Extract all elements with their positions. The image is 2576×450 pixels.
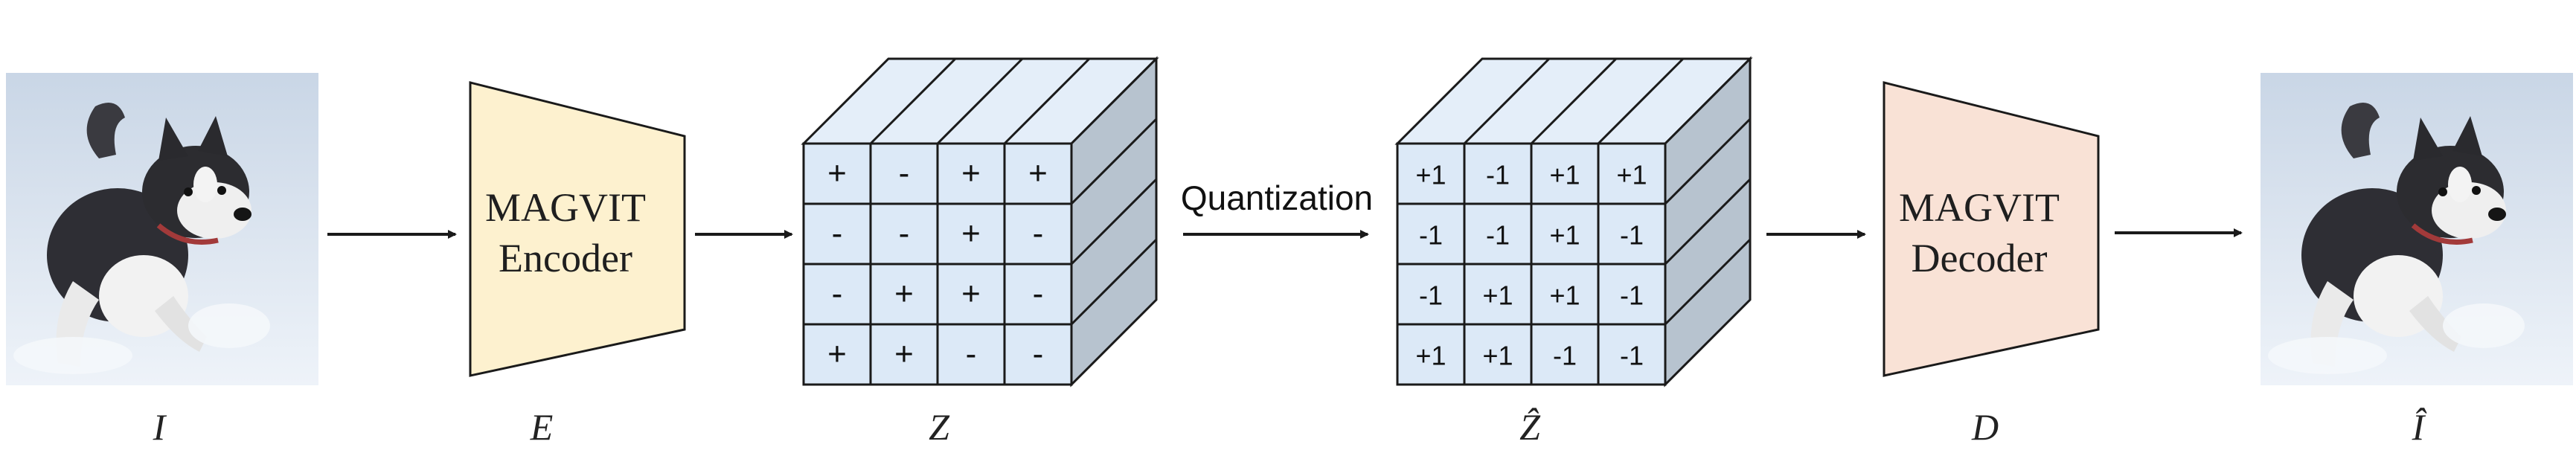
cube-cell-value: +1 [1482,341,1513,371]
decoder-block: MAGVIT Decoder [1883,81,2100,377]
cube-cell [1530,263,1600,326]
cube-cell-value: + [961,216,981,252]
cube-cell [1396,323,1466,386]
encoder-block: MAGVIT Encoder [469,81,686,377]
cube-cell [802,263,872,326]
cube-cell-value: - [899,155,910,192]
cube-cell [1003,263,1073,326]
cube-cell-value: + [827,336,847,373]
cube-cell-value: + [961,155,981,192]
cube-cell-value: + [961,276,981,312]
input-image-dog [13,103,270,374]
decoder-title: MAGVIT [1899,185,2060,230]
cube-cell-value: - [1033,336,1044,373]
cube-cell [1463,142,1533,205]
label-latent: Z [929,406,950,448]
cube-cell-value: - [832,276,843,312]
cube-cell-value: +1 [1482,280,1513,311]
label-quantized: Ẑ [1519,406,1541,448]
decoder-subtitle: Decoder [1912,236,2048,280]
cube-cell [1597,323,1667,386]
quantization-label: Quantization [1181,179,1373,217]
cube-cell [1597,202,1667,266]
cube-cell-value: -1 [1419,220,1443,251]
cube-cell-value: -1 [1620,280,1644,311]
cube-cell-value: -1 [1553,341,1577,371]
cube-cell-value: - [899,216,910,252]
encoder-subtitle: Encoder [499,236,632,280]
cube-cell-value: +1 [1549,280,1580,311]
label-encoder: E [530,406,554,448]
cube-cell-value: - [966,336,977,373]
output-image-dog [2268,103,2525,374]
latent-cube: + - + + - - + - - + + - + + - - [801,56,1159,388]
cube-cell [936,263,1006,326]
cube-cell-value: +1 [1415,341,1446,371]
cube-cell-value: - [832,216,843,252]
cube-cell [1597,263,1667,326]
cube-cell [1597,142,1667,205]
cube-cell [936,323,1006,386]
cube-cell-value: -1 [1620,341,1644,371]
input-image [6,73,318,385]
cube-cell [869,323,939,386]
cube-cell-value: + [894,276,914,312]
cube-cell [936,202,1006,266]
cube-cell-value: -1 [1486,160,1510,190]
encoder-title: MAGVIT [485,185,646,230]
cube-cell-value: +1 [1549,220,1580,251]
cube-cell-value: +1 [1415,160,1446,190]
cube-cell-value: - [1033,216,1044,252]
label-decoder: D [1971,406,1999,448]
label-output: Î [2412,406,2427,448]
output-image [2261,73,2573,385]
cube-cell-value: -1 [1486,220,1510,251]
cube-cell-value: -1 [1419,280,1443,311]
cube-cell-value: -1 [1620,220,1644,251]
cube-cell-value: - [1033,276,1044,312]
cube-cell-value: + [827,155,847,192]
cube-cell [869,202,939,266]
cube-cell [1530,323,1600,386]
cube-cell-value: + [1028,155,1048,192]
cube-cell-value: +1 [1549,160,1580,190]
cube-cell [1003,323,1073,386]
cube-cell [869,263,939,326]
quantized-cube: +1 -1 +1 +1 -1 -1 +1 -1 -1 +1 +1 -1 +1 +1 -1 -1 [1394,56,1753,388]
cube-cell-value: + [894,336,914,373]
cube-cell-value: +1 [1616,160,1647,190]
label-input: I [153,406,167,448]
